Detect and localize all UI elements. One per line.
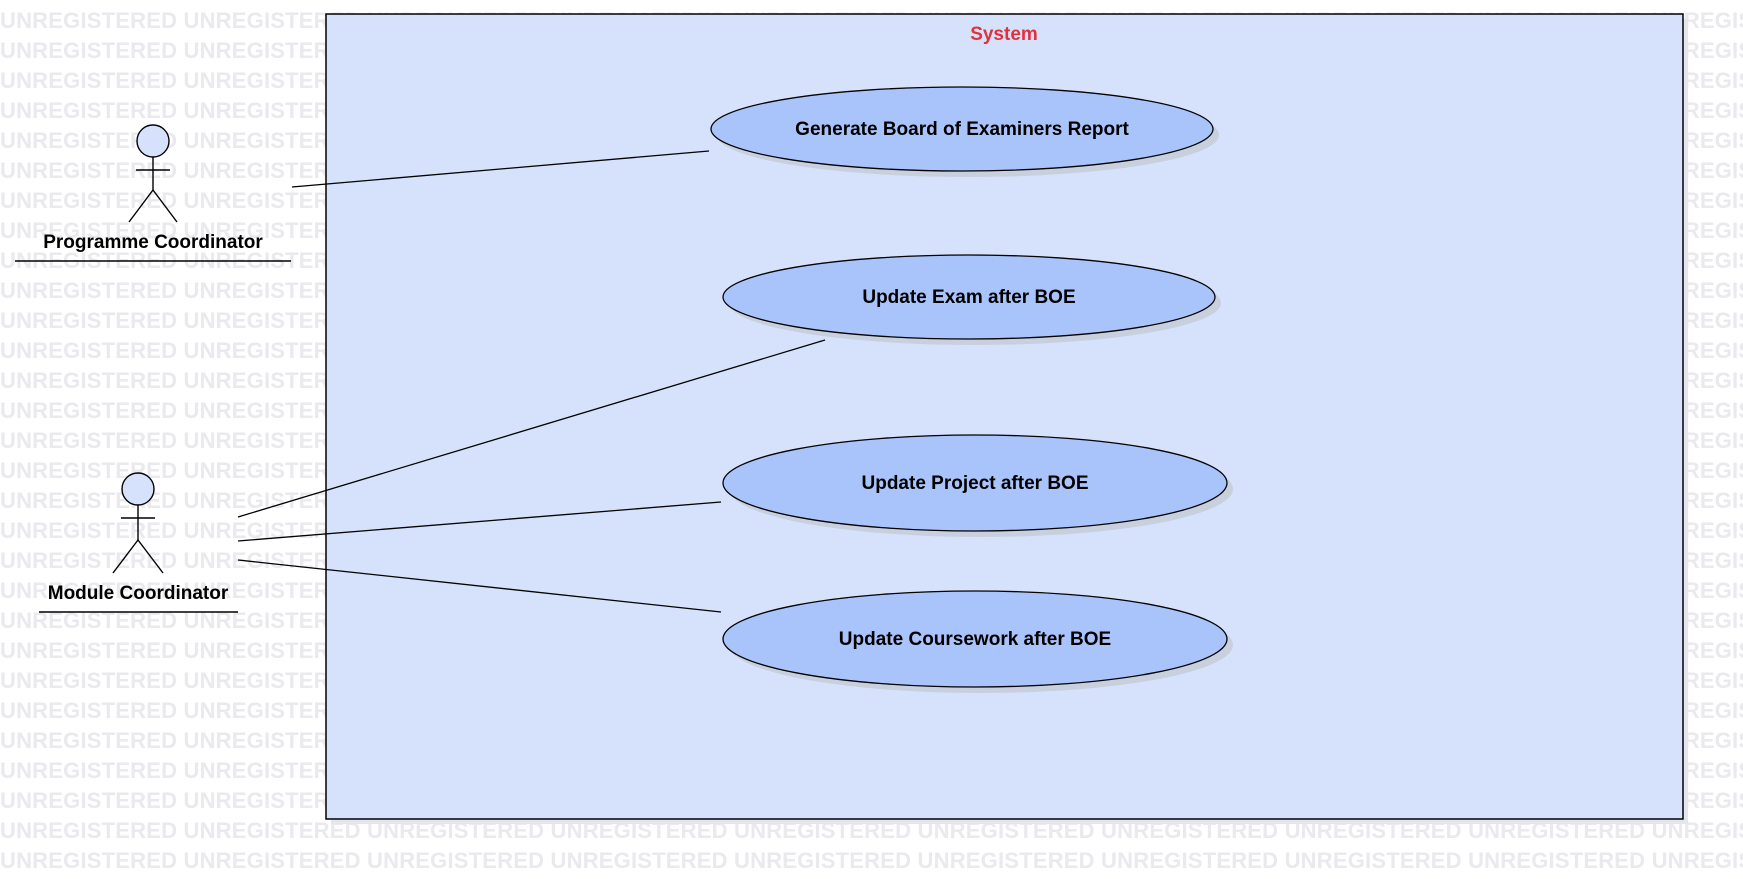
use-case-update-project[interactable]: Update Project after BOE	[722, 434, 1233, 537]
use-case-generate-boe-report[interactable]: Generate Board of Examiners Report	[710, 86, 1219, 177]
stick-figure-icon	[128, 124, 178, 223]
stick-figure-icon	[112, 472, 164, 574]
actor-programme-coordinator[interactable]: Programme Coordinator	[15, 124, 291, 262]
system-title: System	[970, 24, 1038, 45]
use-case-ellipse[interactable]	[722, 434, 1228, 532]
association-line[interactable]	[237, 559, 722, 613]
use-case-ellipse[interactable]	[722, 590, 1228, 688]
use-case-label: Update Exam after BOE	[862, 287, 1075, 308]
actor-module-coordinator[interactable]: Module Coordinator	[39, 472, 238, 613]
association-line[interactable]	[237, 501, 722, 542]
actor-label: Module Coordinator	[48, 583, 229, 604]
use-case-update-exam[interactable]: Update Exam after BOE	[722, 254, 1221, 345]
association-line[interactable]	[237, 339, 826, 518]
use-case-label: Update Coursework after BOE	[839, 629, 1111, 650]
use-case-label: Generate Board of Examiners Report	[795, 119, 1129, 140]
use-case-label: Update Project after BOE	[862, 473, 1089, 494]
use-case-ellipse[interactable]	[722, 254, 1216, 340]
use-case-update-coursework[interactable]: Update Coursework after BOE	[722, 590, 1233, 693]
association-line[interactable]	[291, 150, 710, 188]
actor-label: Programme Coordinator	[43, 232, 263, 253]
use-case-ellipse[interactable]	[710, 86, 1214, 172]
